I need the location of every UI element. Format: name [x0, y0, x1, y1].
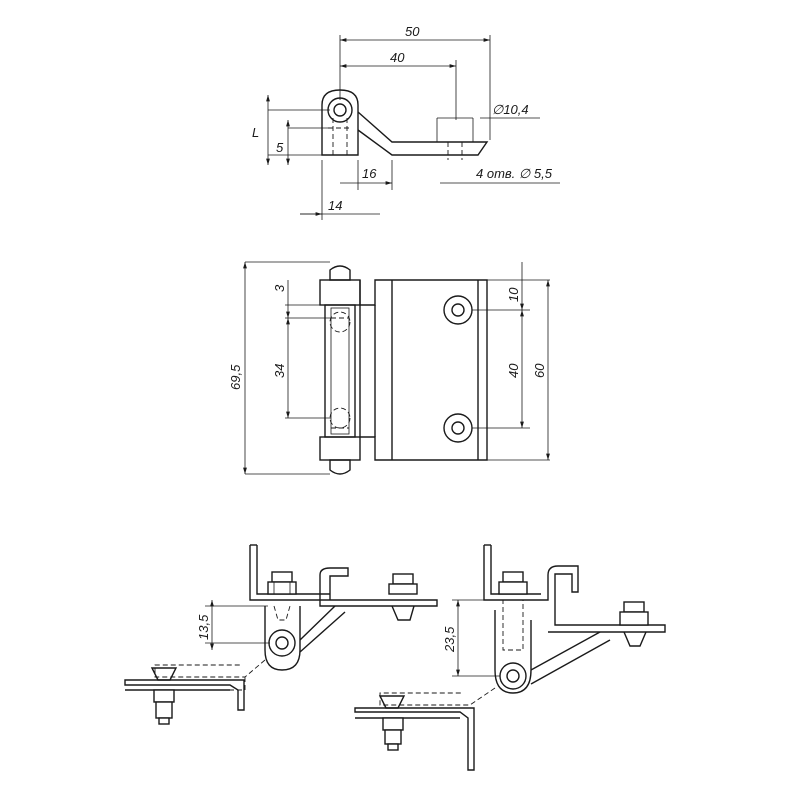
dim-69-5-label: 69,5	[228, 364, 243, 390]
assembly-view-right: 23,5	[354, 544, 666, 771]
front-view: 69,5 3 34 10 40 60	[228, 261, 550, 475]
dim-L-label: L	[252, 125, 259, 140]
dim-5-label: 5	[276, 140, 284, 155]
dim-60-label: 60	[532, 363, 547, 378]
assembly-view-left: 13,5	[124, 544, 438, 725]
dim-3-label: 3	[272, 284, 287, 292]
dim-14-label: 14	[328, 198, 342, 213]
dim-50-label: 50	[405, 24, 420, 39]
dim-13-5-label: 13,5	[196, 614, 211, 640]
dim-23-5-label: 23,5	[442, 626, 457, 653]
top-view: 50 40 ∅10,4 L 5 16 4 отв. ∅ 5,5 14	[252, 24, 560, 220]
dim-hole-diameter-label: ∅10,4	[492, 102, 529, 117]
dim-16-label: 16	[362, 166, 377, 181]
dim-40-top-label: 40	[390, 50, 405, 65]
dim-holes-label: 4 отв. ∅ 5,5	[476, 166, 553, 181]
dim-10-label: 10	[506, 287, 521, 302]
dim-34-label: 34	[272, 364, 287, 378]
dim-40-front-label: 40	[506, 363, 521, 378]
